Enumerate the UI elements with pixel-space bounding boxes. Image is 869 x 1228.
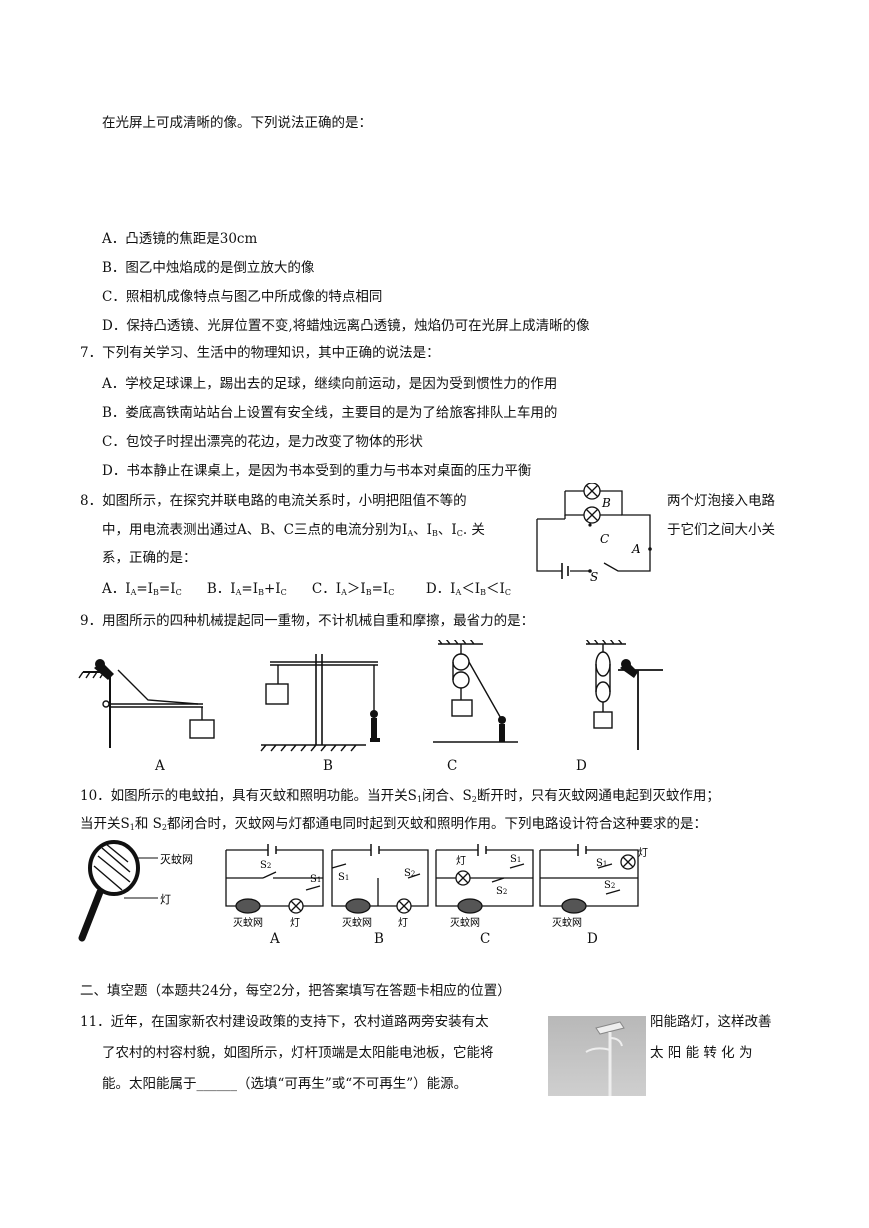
- svg-text:S1: S1: [596, 858, 607, 869]
- q11-line1-right: 阳能路灯，这样改善: [650, 1014, 772, 1030]
- q9-stem: 9．用图所示的四种机械提起同一重物，不计机械自重和摩擦，最省力的是：: [80, 613, 535, 629]
- q10-label-d: D: [587, 931, 598, 947]
- q8-options: A．IA=IB=IC B．IA=IB+IC C．IA＞IB=IC D．IA＜IB…: [102, 581, 512, 597]
- svg-text:S2: S2: [496, 886, 507, 897]
- q7-option-d: D．书本静止在课桌上，是因为书本受到的重力与书本对桌面的压力平衡: [102, 463, 532, 479]
- q10-circuits-figure: 灭蚊网 灯 灭蚊网: [78, 840, 648, 942]
- q11-line1-left: 11．近年，在国家新农村建设政策的支持下，农村道路两旁安装有太: [80, 1014, 489, 1030]
- q6-option-b: B．图乙中烛焰成的是倒立放大的像: [102, 260, 315, 276]
- q6-option-d: D．保持凸透镜、光屏位置不变,将蜡烛远离凸透镜，烛焰仍可在光屏上成清晰的像: [102, 318, 590, 334]
- q6-option-a: A．凸透镜的焦距是30cm: [102, 231, 258, 247]
- q9-machines-figure: [78, 640, 663, 752]
- q9-label-d: D: [576, 758, 587, 774]
- circuit-d-lamp-label: 灯: [638, 847, 648, 859]
- q8-line2-left: 中，用电流表测出通过A、B、C三点的电流分别为IA、IB、IC. 关: [102, 522, 485, 538]
- circuit-b-lamp-label: 灯: [398, 917, 408, 929]
- circuit-b-net-label: 灭蚊网: [342, 916, 372, 929]
- q7-stem: 7．下列有关学习、生活中的物理知识，其中正确的说法是：: [80, 345, 440, 361]
- svg-text:S2: S2: [604, 880, 615, 891]
- q9-label-a: A: [155, 758, 165, 774]
- q8-parallel-circuit-figure: B C A S: [536, 483, 652, 583]
- circuit-c-net-label: 灭蚊网: [450, 916, 480, 929]
- circuit-c-lamp-label: 灯: [456, 855, 466, 867]
- q6-option-c: C．照相机成像特点与图乙中所成像的特点相同: [102, 289, 383, 305]
- q10-label-c: C: [480, 931, 491, 947]
- racket-net-label: 灭蚊网: [160, 852, 193, 866]
- q8-line1-right: 两个灯泡接入电路: [667, 493, 775, 509]
- q10-line2: 当开关S1和 S2都闭合时，灭蚊网与灯都通电同时起到灭蚊和照明作用。下列电路设计…: [80, 816, 707, 832]
- section-2-heading: 二、填空题（本题共24分，每空2分，把答案填写在答题卡相应的位置）: [80, 983, 511, 999]
- solar-street-light-photo: [548, 1016, 646, 1096]
- svg-text:S1: S1: [310, 874, 321, 885]
- q8-line2-right: 于它们之间大小关: [667, 522, 775, 538]
- q10-label-b: B: [374, 931, 384, 947]
- circuit-a-lamp-label: 灯: [290, 917, 300, 929]
- racket-lamp-label: 灯: [160, 893, 171, 906]
- q11-line2-right: 太 阳 能 转 化 为: [650, 1045, 753, 1061]
- svg-text:S2: S2: [260, 860, 271, 871]
- q10-label-a: A: [270, 931, 280, 947]
- fig-label-a: A: [631, 542, 641, 556]
- q7-option-b: B．娄底高铁南站站台上设置有安全线，主要目的是为了给旅客排队上车用的: [102, 405, 558, 421]
- svg-text:S1: S1: [510, 854, 521, 865]
- svg-text:S2: S2: [404, 868, 415, 879]
- fig-label-c: C: [600, 532, 609, 546]
- circuit-d-net-label: 灭蚊网: [552, 916, 582, 929]
- q9-label-b: B: [323, 758, 333, 774]
- circuit-a-net-label: 灭蚊网: [233, 916, 263, 929]
- q11-line2-left: 了农村的村容村貌，如图所示，灯杆顶端是太阳能电池板，它能将: [102, 1045, 494, 1061]
- q7-option-a: A．学校足球课上，踢出去的足球，继续向前运动，是因为受到惯性力的作用: [102, 376, 558, 392]
- q9-label-c: C: [447, 758, 458, 774]
- q11-line3: 能。太阳能属于______（选填“可再生”或“不可再生”）能源。: [102, 1076, 468, 1092]
- q8-line1-left: 8．如图所示，在探究并联电路的电流关系时，小明把阻值不等的: [80, 493, 467, 509]
- q10-line1: 10．如图所示的电蚊拍，具有灭蚊和照明功能。当开关S1闭合、S2断开时，只有灭蚊…: [80, 788, 720, 804]
- q8-line3: 系，正确的是：: [102, 550, 197, 566]
- fig-label-s: S: [590, 570, 598, 583]
- intro-line: 在光屏上可成清晰的像。下列说法正确的是：: [102, 115, 372, 131]
- q7-option-c: C．包饺子时捏出漂亮的花边，是力改变了物体的形状: [102, 434, 423, 450]
- fig-label-b: B: [601, 496, 611, 510]
- svg-text:S1: S1: [338, 872, 349, 883]
